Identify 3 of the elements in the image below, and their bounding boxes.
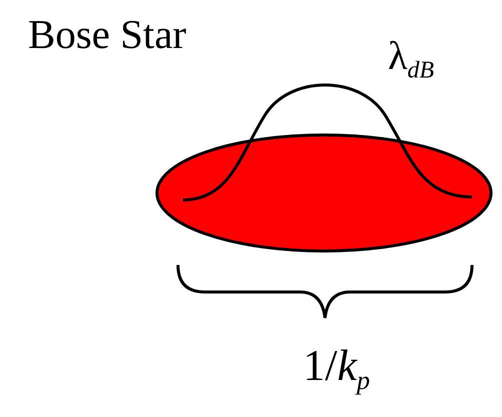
- wavelength-label: λ$_{dB}$: [388, 36, 434, 82]
- size-label: 1/k$_{p}$: [303, 344, 370, 394]
- title: Bose Star: [28, 14, 186, 55]
